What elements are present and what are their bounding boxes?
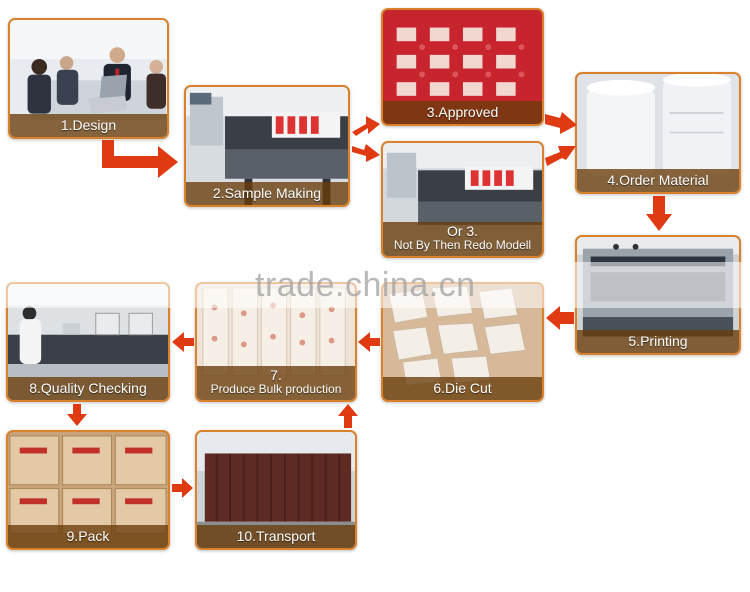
arrow-redo-to-order [545,146,576,166]
step-die-cut: 6.Die Cut [381,282,544,402]
printing-label: 5.Printing [577,330,739,353]
arrow-printing-to-diecut [546,306,574,330]
sample-making-label: 2.Sample Making [186,182,348,205]
arrow-approved-to-order [545,112,577,134]
arrow-order-to-printing [646,196,672,231]
watermark-text: trade.china.cn [255,266,476,304]
redo-model-label-line1: Or 3. [446,223,479,239]
watermark-band [0,262,750,308]
bulk-production-label-line2: Produce Bulk production [210,382,342,396]
bulk-production-label: 7. Produce Bulk production [197,366,355,400]
arrow-pack-to-transport [172,478,193,498]
order-material-photo [577,74,739,192]
approved-label: 3.Approved [383,101,542,124]
step-redo-model: Or 3. Not By Then Redo Modell [381,141,544,258]
step-pack: 9.Pack [6,430,170,550]
step-order-material: 4.Order Material [575,72,741,194]
redo-model-label-line2: Not By Then Redo Modell [393,238,532,252]
bulk-production-label-line1: 7. [270,367,282,383]
step-approved: 3.Approved [381,8,544,126]
die-cut-label: 6.Die Cut [383,377,542,400]
arrow-design-to-sample [102,140,178,178]
pack-label: 9.Pack [8,525,168,548]
arrow-quality-to-pack [67,404,87,426]
quality-checking-label: 8.Quality Checking [8,377,168,400]
arrow-sample-to-approved [352,116,380,136]
redo-model-label: Or 3. Not By Then Redo Modell [383,222,542,256]
step-transport: 10.Transport [195,430,357,550]
order-material-label: 4.Order Material [577,169,739,192]
arrow-bulk-to-quality [172,332,194,352]
step-design: 1.Design [8,18,169,139]
arrow-transport-to-bulk [338,404,358,428]
arrow-sample-to-redo [352,144,380,162]
transport-label: 10.Transport [197,525,355,548]
arrow-diecut-to-bulk [358,332,380,352]
step-sample-making: 2.Sample Making [184,85,350,207]
design-label: 1.Design [10,114,167,137]
